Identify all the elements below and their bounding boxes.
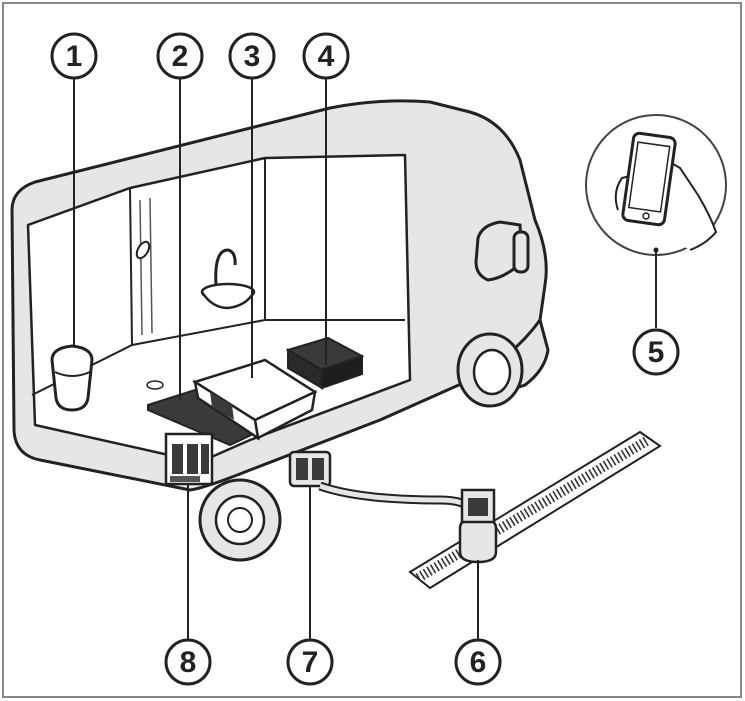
callout-6-label: 6 (470, 646, 487, 679)
service-panel-icon (164, 432, 214, 486)
callout-4-label: 4 (318, 40, 335, 73)
dump-station-icon (408, 430, 662, 590)
callout-7-label: 7 (302, 646, 319, 679)
smartphone-icon (585, 114, 727, 256)
callout-2-label: 2 (172, 40, 189, 73)
callout-3: 3 (228, 32, 276, 80)
callout-6: 6 (454, 638, 502, 686)
leader-lines (73, 78, 657, 640)
callout-4: 4 (302, 32, 350, 80)
callout-5: 5 (632, 328, 680, 376)
callout-5-label: 5 (648, 336, 665, 369)
callout-1-label: 1 (66, 40, 83, 73)
portable-toilet-icon (50, 344, 94, 412)
callout-1: 1 (50, 32, 98, 80)
callout-2: 2 (156, 32, 204, 80)
rear-wheel (198, 478, 282, 562)
outlet-valve-icon (288, 450, 332, 488)
black-water-tank-icon (192, 358, 318, 441)
callout-3-label: 3 (244, 40, 261, 73)
callout-7: 7 (286, 638, 334, 686)
callout-8: 8 (164, 638, 212, 686)
front-wheel (456, 332, 524, 408)
campervan-cutaway (10, 99, 550, 562)
sink (200, 248, 256, 310)
callout-8-label: 8 (180, 646, 197, 679)
